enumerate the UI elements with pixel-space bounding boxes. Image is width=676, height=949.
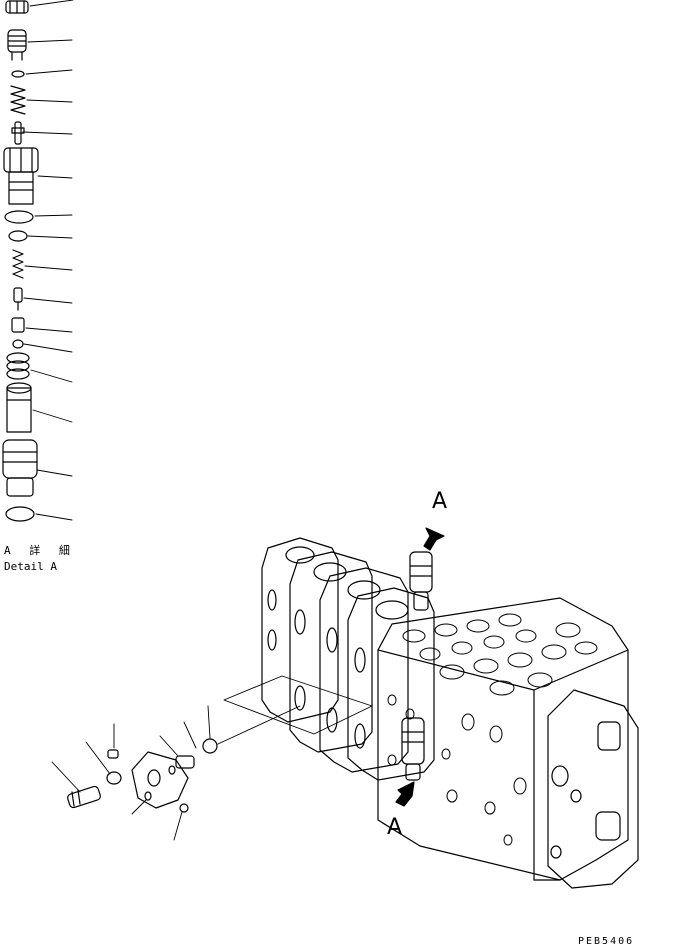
main-valve-block bbox=[377, 597, 629, 881]
control-valve-assembly bbox=[223, 527, 639, 889]
view-arrow-top bbox=[423, 527, 445, 551]
part-12-ball bbox=[12, 339, 24, 349]
washer bbox=[106, 771, 122, 785]
part-1-cap-nut bbox=[5, 0, 29, 14]
part-4-spring bbox=[10, 85, 26, 115]
detail-a-label-english: Detail A bbox=[4, 560, 57, 573]
relief-valve-upper bbox=[409, 551, 433, 611]
part-6-sleeve bbox=[3, 147, 39, 205]
small-screw bbox=[107, 749, 119, 759]
cover-flange bbox=[131, 751, 189, 809]
cover-bolt bbox=[67, 785, 101, 809]
valve-section-4 bbox=[347, 587, 435, 781]
part-8-backup-ring bbox=[8, 230, 28, 242]
side-cover-parts bbox=[67, 738, 218, 813]
detail-a-label-japanese: A 詳 細 bbox=[4, 544, 76, 557]
part-5-poppet bbox=[11, 121, 25, 145]
view-arrow-bottom bbox=[395, 781, 415, 807]
valve-section-1 bbox=[261, 537, 339, 723]
small-ring bbox=[179, 803, 189, 813]
part-2-adjust-screw bbox=[7, 29, 27, 61]
part-16-o-ring bbox=[5, 506, 35, 522]
part-3-o-ring bbox=[11, 70, 25, 78]
detail-a-stack bbox=[2, 0, 39, 522]
drawing-code: PEB5406 bbox=[578, 936, 635, 947]
view-label-bottom: A bbox=[387, 815, 403, 840]
leader-lines-parts bbox=[51, 705, 301, 841]
plug bbox=[175, 755, 195, 769]
mounting-plane bbox=[223, 675, 373, 735]
valve-section-2 bbox=[289, 551, 373, 753]
leader-lines-detail bbox=[22, 0, 74, 521]
valve-section-3 bbox=[319, 567, 409, 773]
part-10-piston bbox=[13, 287, 23, 311]
part-9-spring bbox=[12, 249, 24, 279]
part-7-o-ring bbox=[4, 210, 34, 224]
end-cap bbox=[547, 689, 639, 889]
orifice bbox=[202, 738, 218, 754]
relief-valve-lower bbox=[401, 717, 425, 781]
part-14-body bbox=[6, 382, 32, 433]
part-15-plug bbox=[2, 439, 38, 497]
part-13-spring-plate bbox=[6, 352, 30, 380]
part-11-seat bbox=[11, 317, 25, 333]
view-label-top: A bbox=[432, 489, 448, 514]
